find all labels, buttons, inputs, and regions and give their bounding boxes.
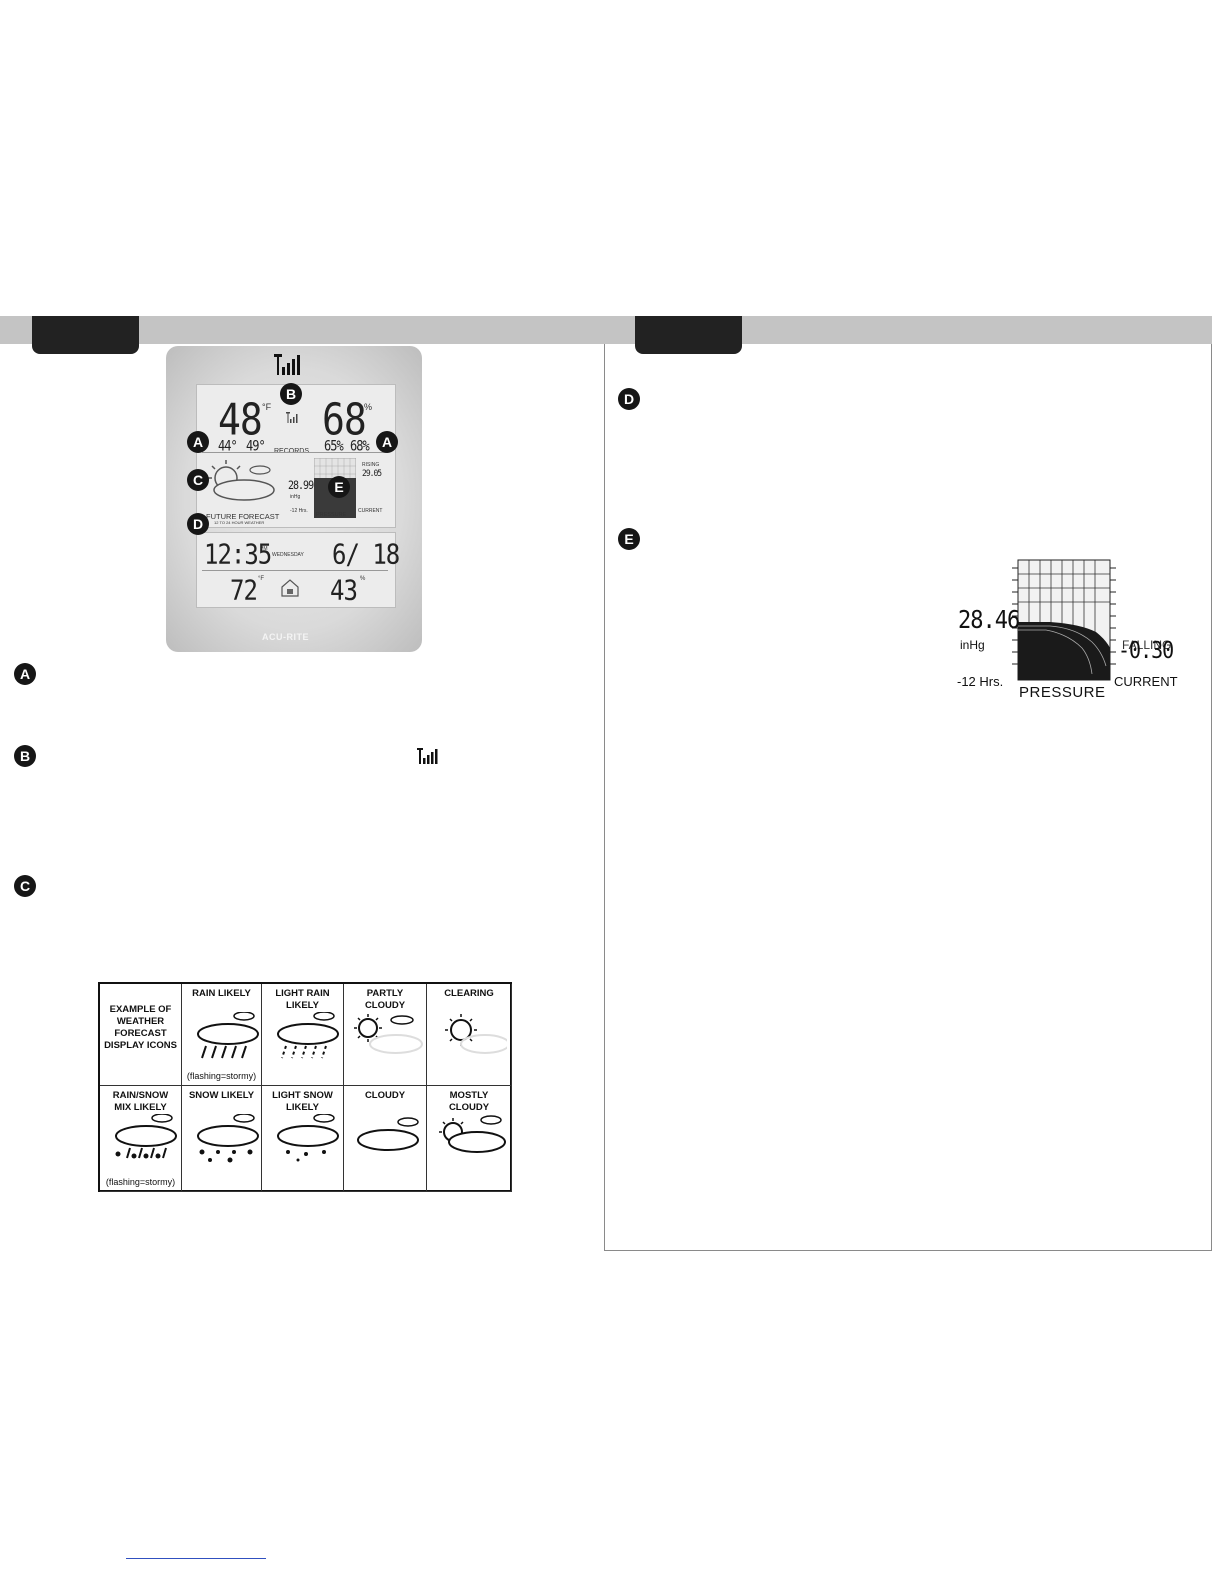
pressure-value: 28.46 — [958, 606, 1020, 635]
device-minus12-label: -12 Hrs. — [290, 508, 308, 514]
table-title-cell: EXAMPLE OF WEATHER FORECAST DISPLAY ICON… — [100, 984, 182, 1086]
forecast-cell: LIGHT SNOW LIKELY — [262, 1086, 344, 1192]
sun-icon — [445, 1014, 507, 1054]
forecast-cell-label: CLOUDY — [364, 1090, 406, 1101]
partly-cloudy-icon — [354, 1014, 423, 1054]
pressure-trend-value: -0.30 — [1118, 636, 1174, 664]
forecast-cell: RAIN LIKELY (flashing=stormy) — [182, 984, 262, 1086]
indoor-temperature-unit: °F — [258, 576, 265, 582]
forecast-cell-note: (flashing=stormy) — [186, 1071, 257, 1081]
device-trend-label: RISING — [362, 462, 380, 468]
signal-strength-icon — [417, 748, 438, 764]
calendar-date: 6/ 18 — [332, 538, 400, 571]
brand-logo: ACU-RITE — [262, 632, 309, 642]
temperature-low-record: 44° — [218, 438, 238, 455]
device-forecast-partly-cloudy-icon — [208, 460, 275, 501]
forecast-cell: CLOUDY — [344, 1086, 427, 1192]
clock-time: 12:35 — [204, 538, 272, 571]
forecast-cell-label: LIGHT SNOW LIKELY — [272, 1090, 333, 1113]
forecast-cell-label: RAIN/SNOW MIX LIKELY — [112, 1090, 169, 1113]
pressure-minus12-label: -12 Hrs. — [957, 674, 1004, 689]
upper-lcd — [196, 384, 396, 528]
pressure-unit: inHg — [960, 638, 985, 652]
marker-a-right-device: A — [376, 431, 398, 453]
pressure-history-graph — [1012, 559, 1116, 681]
small-signal-icon — [286, 412, 298, 423]
indoor-humidity-unit: % — [360, 576, 366, 582]
indoor-humidity: 43 — [330, 574, 358, 607]
records-divider — [202, 452, 386, 453]
snow-cloud-icon — [197, 1114, 259, 1163]
forecast-icons-table: EXAMPLE OF WEATHER FORECAST DISPLAY ICON… — [98, 982, 512, 1192]
marker-a-left-device: A — [187, 431, 209, 453]
marker-b-device: B — [280, 383, 302, 405]
outdoor-temperature-unit: °F — [262, 402, 272, 412]
signal-strength-icon — [274, 354, 300, 375]
device-trend-value: 29.05 — [362, 468, 382, 479]
forecast-cell: MOSTLY CLOUDY — [427, 1086, 512, 1192]
pressure-trend-label: FALLING — [1122, 638, 1172, 652]
future-forecast-label: FUTURE FORECAST — [206, 512, 280, 521]
forecast-cell-label: MOSTLY CLOUDY — [448, 1090, 490, 1113]
marker-d-device: D — [187, 513, 209, 535]
right-header-tab — [635, 316, 742, 354]
forecast-cell: LIGHT RAIN LIKELY — [262, 984, 344, 1086]
rain-cloud-icon — [197, 1012, 259, 1059]
light-rain-cloud-icon — [277, 1012, 339, 1059]
section-d-marker: D — [618, 388, 640, 410]
light-snow-cloud-icon — [277, 1114, 339, 1162]
right-page-frame — [604, 344, 1212, 1251]
rain-snow-cloud-icon — [115, 1114, 177, 1159]
table-title: EXAMPLE OF WEATHER FORECAST DISPLAY ICON… — [104, 1004, 177, 1051]
section-a-marker: A — [14, 663, 36, 685]
forecast-cell-label: CLEARING — [444, 988, 494, 999]
device-current-label: CURRENT — [358, 508, 383, 514]
section-b-marker: B — [14, 745, 36, 767]
clock-ampm: PM — [260, 546, 268, 552]
device-pressure-label: PRESSURE — [316, 512, 347, 518]
outdoor-temperature: 48 — [218, 394, 263, 445]
pressure-current-label: CURRENT — [1114, 674, 1178, 689]
pressure-title: PRESSURE — [1019, 684, 1106, 701]
marker-c-device: C — [187, 469, 209, 491]
lower-divider — [202, 570, 388, 571]
outdoor-humidity: 68 — [322, 394, 367, 445]
marker-e-device: E — [328, 476, 350, 498]
records-label: RECORDS — [274, 448, 309, 455]
forecast-cell: CLEARING — [427, 984, 512, 1086]
section-e-marker: E — [618, 528, 640, 550]
forecast-cell: RAIN/SNOW MIX LIKELY (flashing=stormy) — [100, 1086, 182, 1192]
house-icon — [281, 579, 299, 597]
mostly-cloudy-icon — [439, 1115, 506, 1153]
forecast-cell: SNOW LIKELY — [182, 1086, 262, 1192]
humidity-high-record: 68% — [350, 438, 370, 455]
humidity-low-record: 65% — [324, 438, 344, 455]
device-pressure-unit: inHg — [290, 494, 301, 500]
forecast-cell-label: LIGHT RAIN LIKELY — [275, 988, 330, 1011]
forecast-cell-note: (flashing=stormy) — [105, 1177, 176, 1187]
indoor-temperature: 72 — [230, 574, 258, 607]
footer-link-underline — [126, 1558, 266, 1559]
forecast-cell-label: SNOW LIKELY — [188, 1090, 255, 1101]
temperature-high-record: 49° — [246, 438, 266, 455]
forecast-cell-label: RAIN LIKELY — [192, 988, 251, 999]
device-pressure-value: 28.99 — [288, 480, 314, 493]
left-header-tab — [32, 316, 139, 354]
future-forecast-sublabel: 12 TO 24 HOUR WEATHER — [214, 520, 265, 525]
section-c-marker: C — [14, 875, 36, 897]
outdoor-humidity-unit: % — [364, 402, 373, 412]
cloud-icon — [357, 1117, 419, 1151]
forecast-cell-label: PARTLY CLOUDY — [364, 988, 406, 1011]
forecast-cell: PARTLY CLOUDY — [344, 984, 427, 1086]
weekday-label: WEDNESDAY — [272, 552, 304, 558]
